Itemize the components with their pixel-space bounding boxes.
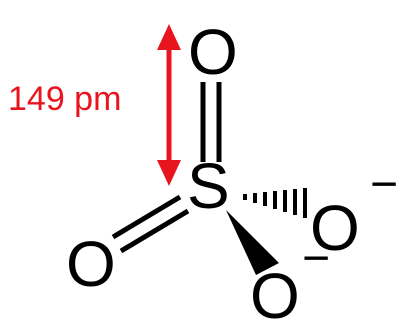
bond-length-label: 149 pm (8, 80, 121, 118)
hashed-wedge-bond-s-o-right (243, 188, 307, 218)
charge-oxygen-bottom: − (302, 232, 330, 285)
atom-oxygen-left: O (66, 228, 116, 300)
atom-oxygen-top: O (188, 16, 238, 88)
solid-wedge-bond-s-o-bottom (226, 210, 279, 275)
atom-oxygen-bottom: O (250, 260, 300, 322)
double-bond-s-o-left (111, 194, 190, 254)
bond-length-arrow (157, 24, 181, 186)
atom-oxygen-right: O (310, 192, 360, 264)
double-bond-s-o-top (200, 82, 222, 162)
charge-oxygen-right: − (370, 158, 398, 211)
atom-sulfur: S (187, 150, 230, 222)
